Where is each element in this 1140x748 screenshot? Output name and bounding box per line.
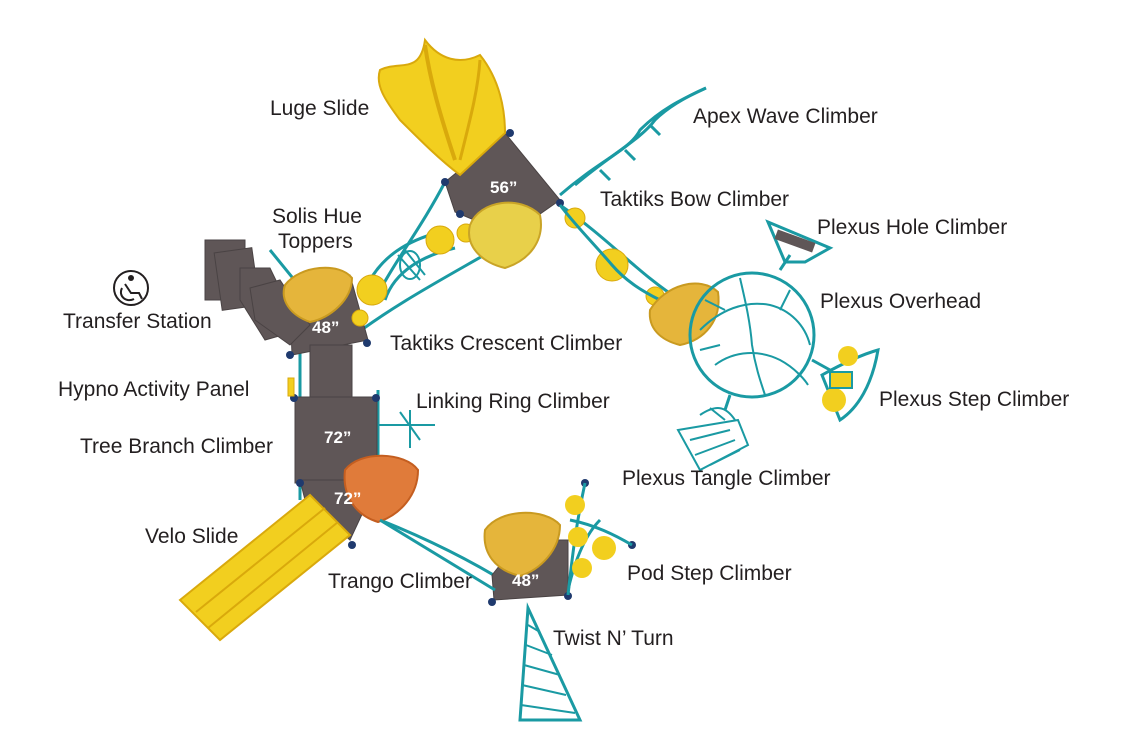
label-luge-slide: Luge Slide: [270, 97, 370, 120]
topper-bottom: [483, 511, 562, 578]
pod-step-climber: [565, 482, 633, 596]
deck-bottom-height: 48”: [512, 571, 540, 590]
linking-ring-climber: [378, 410, 435, 448]
topper-left: [282, 266, 354, 324]
wheelchair-transfer-icon: [113, 270, 149, 306]
deck-mid-upper-height: 72”: [324, 428, 352, 447]
transfer-step-4: [249, 279, 311, 346]
label-apex-wave-climber: Apex Wave Climber: [693, 105, 878, 128]
label-taktiks-crescent-climber: Taktiks Crescent Climber: [390, 332, 623, 355]
plexus-hole-climber: [765, 219, 834, 264]
label-hypno-activity-panel: Hypno Activity Panel: [58, 378, 250, 401]
label-plexus-overhead: Plexus Overhead: [820, 290, 982, 313]
label-plexus-hole-climber: Plexus Hole Climber: [817, 216, 1008, 239]
label-tree-branch-climber: Tree Branch Climber: [80, 435, 273, 458]
label-plexus-tangle-climber: Plexus Tangle Climber: [622, 467, 831, 490]
label-solis-hue-toppers-line2: Toppers: [278, 230, 353, 253]
label-velo-slide: Velo Slide: [145, 525, 239, 548]
hypno-activity-panel: [287, 377, 295, 397]
label-solis-hue-toppers-line1: Solis Hue: [272, 205, 362, 228]
plexus-overhead: [688, 254, 831, 411]
connector-deck: [309, 344, 353, 398]
plexus-step-climber: [820, 346, 880, 423]
topper-orange: [343, 454, 420, 524]
velo-slide: [178, 493, 352, 642]
label-transfer-station: Transfer Station: [63, 310, 212, 333]
label-pod-step-climber: Pod Step Climber: [627, 562, 792, 585]
label-linking-ring-climber: Linking Ring Climber: [416, 390, 610, 413]
label-trango-climber: Trango Climber: [328, 570, 472, 593]
apex-wave-climber: [559, 86, 707, 197]
decks: [204, 132, 569, 601]
topper-top: [468, 201, 542, 270]
plexus-tangle-climber: [676, 407, 750, 472]
deck-left-height: 48”: [312, 318, 340, 337]
luge-slide: [377, 37, 507, 177]
label-taktiks-bow-climber: Taktiks Bow Climber: [600, 188, 790, 211]
label-plexus-step-climber: Plexus Step Climber: [879, 388, 1070, 411]
label-twist-n-turn: Twist N’ Turn: [553, 627, 674, 650]
twist-n-turn: [518, 602, 583, 722]
deck-top-height: 56”: [490, 178, 518, 197]
deck-mid-lower-height: 72”: [334, 489, 362, 508]
